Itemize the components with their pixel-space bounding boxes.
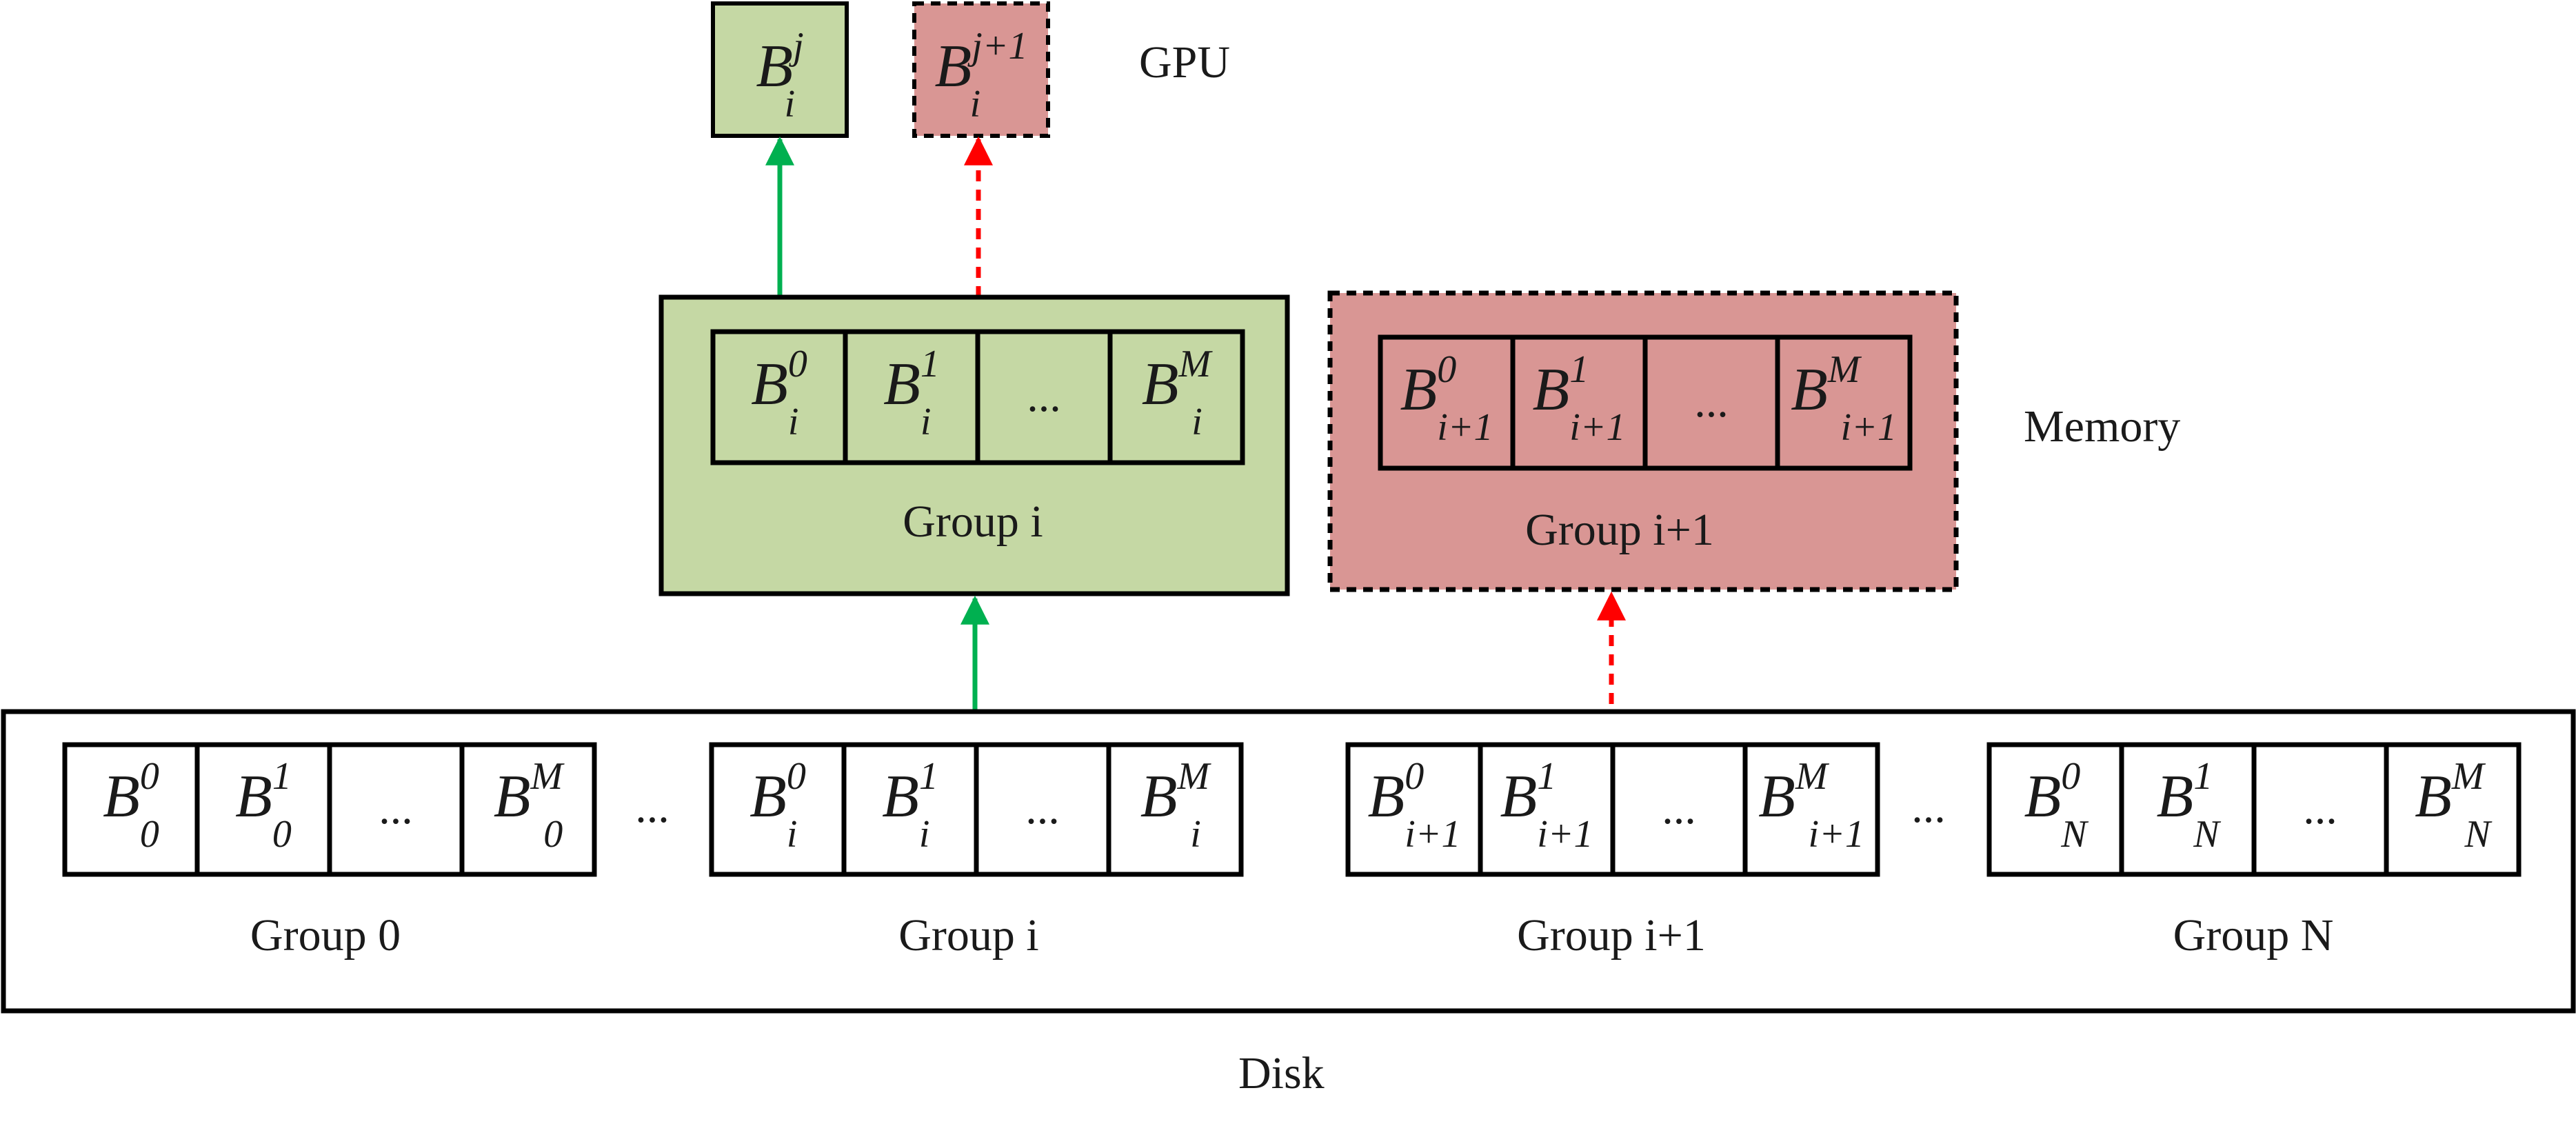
disk-group-2-cell-2-symbol: ... [1662, 783, 1696, 834]
disk-group-0-cell-2-symbol: ... [379, 783, 413, 834]
disk-group-1-cell-2: ... [974, 742, 1111, 877]
memory-group-current-label: Group i [903, 496, 1043, 547]
disk-label: Disk [1238, 1048, 1325, 1098]
disk-ellipsis-2: ... [1911, 782, 1946, 832]
memory-group-prefetch-cell-2: ... [1642, 334, 1780, 471]
memory-group-prefetch-label: Group i+1 [1525, 505, 1714, 555]
disk-group-2-cell-2: ... [1610, 742, 1748, 877]
disk-group-3-cell-2-symbol: ... [2303, 783, 2337, 834]
disk-group-1-label: Group i [898, 910, 1038, 961]
memory-label: Memory [2024, 401, 2180, 452]
disk-ellipsis-1: ... [635, 782, 670, 832]
disk-group-1-cell-2-symbol: ... [1025, 783, 1060, 834]
memory-group-current-cell-2-symbol: ... [1027, 371, 1061, 421]
disk-group-3-label: Group N [2173, 910, 2334, 961]
disk-group-2-label: Group i+1 [1517, 910, 1706, 961]
disk-group-3-cell-2: ... [2251, 742, 2389, 877]
disk-group-0-label: Group 0 [250, 910, 401, 961]
memory-group-prefetch-cell-2-symbol: ... [1694, 376, 1729, 427]
gpu-label: GPU [1139, 37, 1230, 88]
disk-group-0-cell-2: ... [327, 742, 465, 877]
memory-group-current-cell-2: ... [975, 329, 1113, 465]
